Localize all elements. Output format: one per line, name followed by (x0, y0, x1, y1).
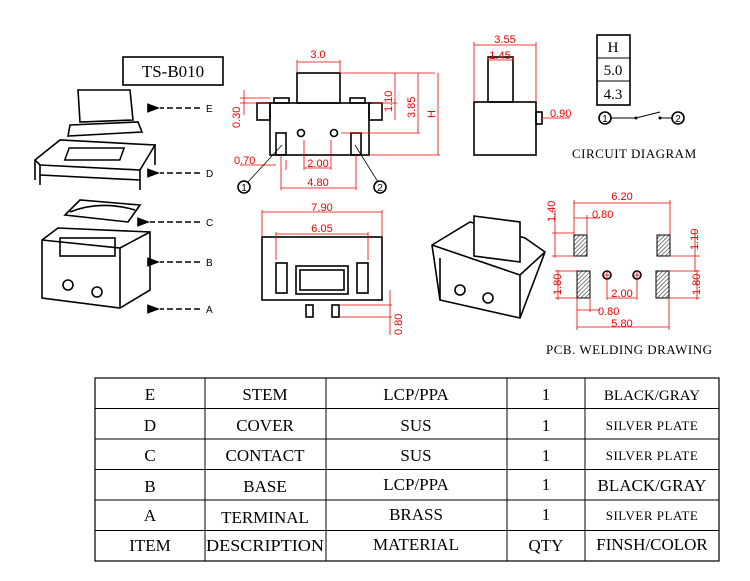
svg-text:5.80: 5.80 (611, 318, 632, 330)
svg-text:3.85: 3.85 (406, 97, 418, 118)
svg-text:BLACK/GRAY: BLACK/GRAY (598, 476, 707, 495)
svg-text:0.80: 0.80 (393, 314, 405, 335)
svg-text:BLACK/GRAY: BLACK/GRAY (604, 388, 700, 404)
svg-text:E: E (145, 385, 155, 404)
svg-text:1: 1 (542, 475, 551, 494)
svg-text:2: 2 (675, 114, 681, 125)
circuit-caption: CIRCUIT DIAGRAM (572, 146, 697, 161)
front-view: 3.0 1.10 3.85 H 0.30 0.70 2.00 4.80 1 2 (231, 49, 440, 194)
svg-text:SILVER PLATE: SILVER PLATE (606, 508, 699, 523)
svg-text:FINSH/COLOR: FINSH/COLOR (596, 535, 708, 554)
svg-text:1: 1 (542, 385, 551, 404)
part-b-base (41, 227, 151, 309)
svg-text:SUS: SUS (400, 446, 431, 465)
table-row: D COVER SUS 1 SILVER PLATE (144, 416, 698, 435)
svg-text:0.90: 0.90 (550, 108, 571, 120)
svg-text:H: H (426, 110, 438, 118)
svg-text:1: 1 (542, 446, 551, 465)
part-d-cover (33, 139, 157, 190)
svg-text:3.55: 3.55 (494, 34, 515, 46)
svg-text:DESCRIPTION: DESCRIPTION (206, 536, 324, 555)
bottom-view: 7.90 6.05 0.80 (261, 202, 405, 335)
svg-text:A: A (144, 506, 157, 525)
svg-text:1.45: 1.45 (489, 50, 510, 62)
svg-text:0.70: 0.70 (234, 155, 255, 167)
svg-text:MATERIAL: MATERIAL (373, 535, 459, 554)
svg-text:TERMINAL: TERMINAL (221, 508, 309, 527)
svg-text:ITEM: ITEM (129, 536, 171, 555)
part-c-contact (63, 199, 142, 223)
svg-text:1.40: 1.40 (546, 201, 558, 222)
svg-text:SILVER PLATE: SILVER PLATE (606, 448, 699, 463)
svg-text:1: 1 (542, 416, 551, 435)
part-arrows (137, 103, 200, 314)
side-view: 3.55 1.45 0.90 (473, 34, 571, 156)
svg-text:6.20: 6.20 (611, 191, 632, 203)
svg-text:C: C (144, 446, 155, 465)
svg-text:1.80: 1.80 (691, 274, 703, 295)
svg-text:1.10: 1.10 (383, 91, 395, 112)
svg-text:6.05: 6.05 (311, 223, 332, 235)
svg-text:5.0: 5.0 (604, 63, 623, 79)
svg-text:1.80: 1.80 (552, 274, 564, 295)
svg-text:QTY: QTY (529, 536, 564, 555)
svg-text:LCP/PPA: LCP/PPA (383, 475, 449, 494)
model-label: TS-B010 (122, 56, 224, 86)
svg-text:3.0: 3.0 (310, 49, 325, 61)
svg-text:STEM: STEM (242, 385, 287, 404)
part-e-stem (67, 89, 144, 137)
svg-text:1.10: 1.10 (689, 229, 701, 250)
pin-2-label: 2 (377, 183, 383, 194)
label-d: D (206, 169, 213, 180)
pcb-welding-drawing: 6.20 0.80 1.40 1.10 1.80 1.80 2.00 0.80 … (546, 191, 713, 357)
table-row: E STEM LCP/PPA 1 BLACK/GRAY (145, 385, 700, 404)
svg-text:D: D (144, 416, 156, 435)
svg-text:SUS: SUS (400, 416, 431, 435)
svg-text:LCP/PPA: LCP/PPA (383, 385, 449, 404)
bom-table: E STEM LCP/PPA 1 BLACK/GRAY D COVER SUS … (94, 377, 720, 562)
table-row: A TERMINAL BRASS 1 SILVER PLATE (144, 505, 698, 527)
svg-text:0.30: 0.30 (231, 107, 243, 128)
svg-text:1: 1 (602, 114, 608, 125)
pin-1-label: 1 (241, 183, 247, 194)
svg-text:CONTACT: CONTACT (226, 446, 306, 465)
svg-text:H: H (608, 40, 619, 56)
svg-text:TS-B010: TS-B010 (142, 62, 204, 81)
svg-text:0.80: 0.80 (598, 306, 619, 318)
label-c: C (206, 218, 213, 229)
svg-text:BRASS: BRASS (389, 505, 443, 524)
svg-text:SILVER PLATE: SILVER PLATE (606, 418, 699, 433)
svg-text:7.90: 7.90 (311, 202, 332, 214)
isometric-view (431, 215, 546, 319)
height-table: H 5.0 4.3 (596, 34, 631, 106)
svg-text:0.80: 0.80 (592, 209, 613, 221)
label-b: B (206, 258, 213, 269)
table-header-row: ITEM DESCRIPTION MATERIAL QTY FINSH/COLO… (129, 535, 708, 555)
table-row: C CONTACT SUS 1 SILVER PLATE (144, 446, 699, 465)
pcb-caption: PCB. WELDING DRAWING (546, 342, 713, 357)
label-e: E (206, 104, 213, 115)
table-row: B BASE LCP/PPA 1 BLACK/GRAY (144, 475, 706, 496)
svg-text:1: 1 (542, 505, 551, 524)
exploded-view: E D C B A (33, 89, 213, 316)
svg-text:BASE: BASE (243, 477, 286, 496)
svg-text:4.3: 4.3 (604, 87, 623, 103)
svg-text:2.00: 2.00 (307, 158, 328, 170)
label-a: A (206, 305, 213, 316)
svg-text:2.00: 2.00 (611, 288, 632, 300)
circuit-diagram: 1 2 CIRCUIT DIAGRAM (572, 111, 697, 161)
svg-text:B: B (144, 477, 155, 496)
svg-text:COVER: COVER (236, 416, 294, 435)
svg-text:4.80: 4.80 (307, 177, 328, 189)
